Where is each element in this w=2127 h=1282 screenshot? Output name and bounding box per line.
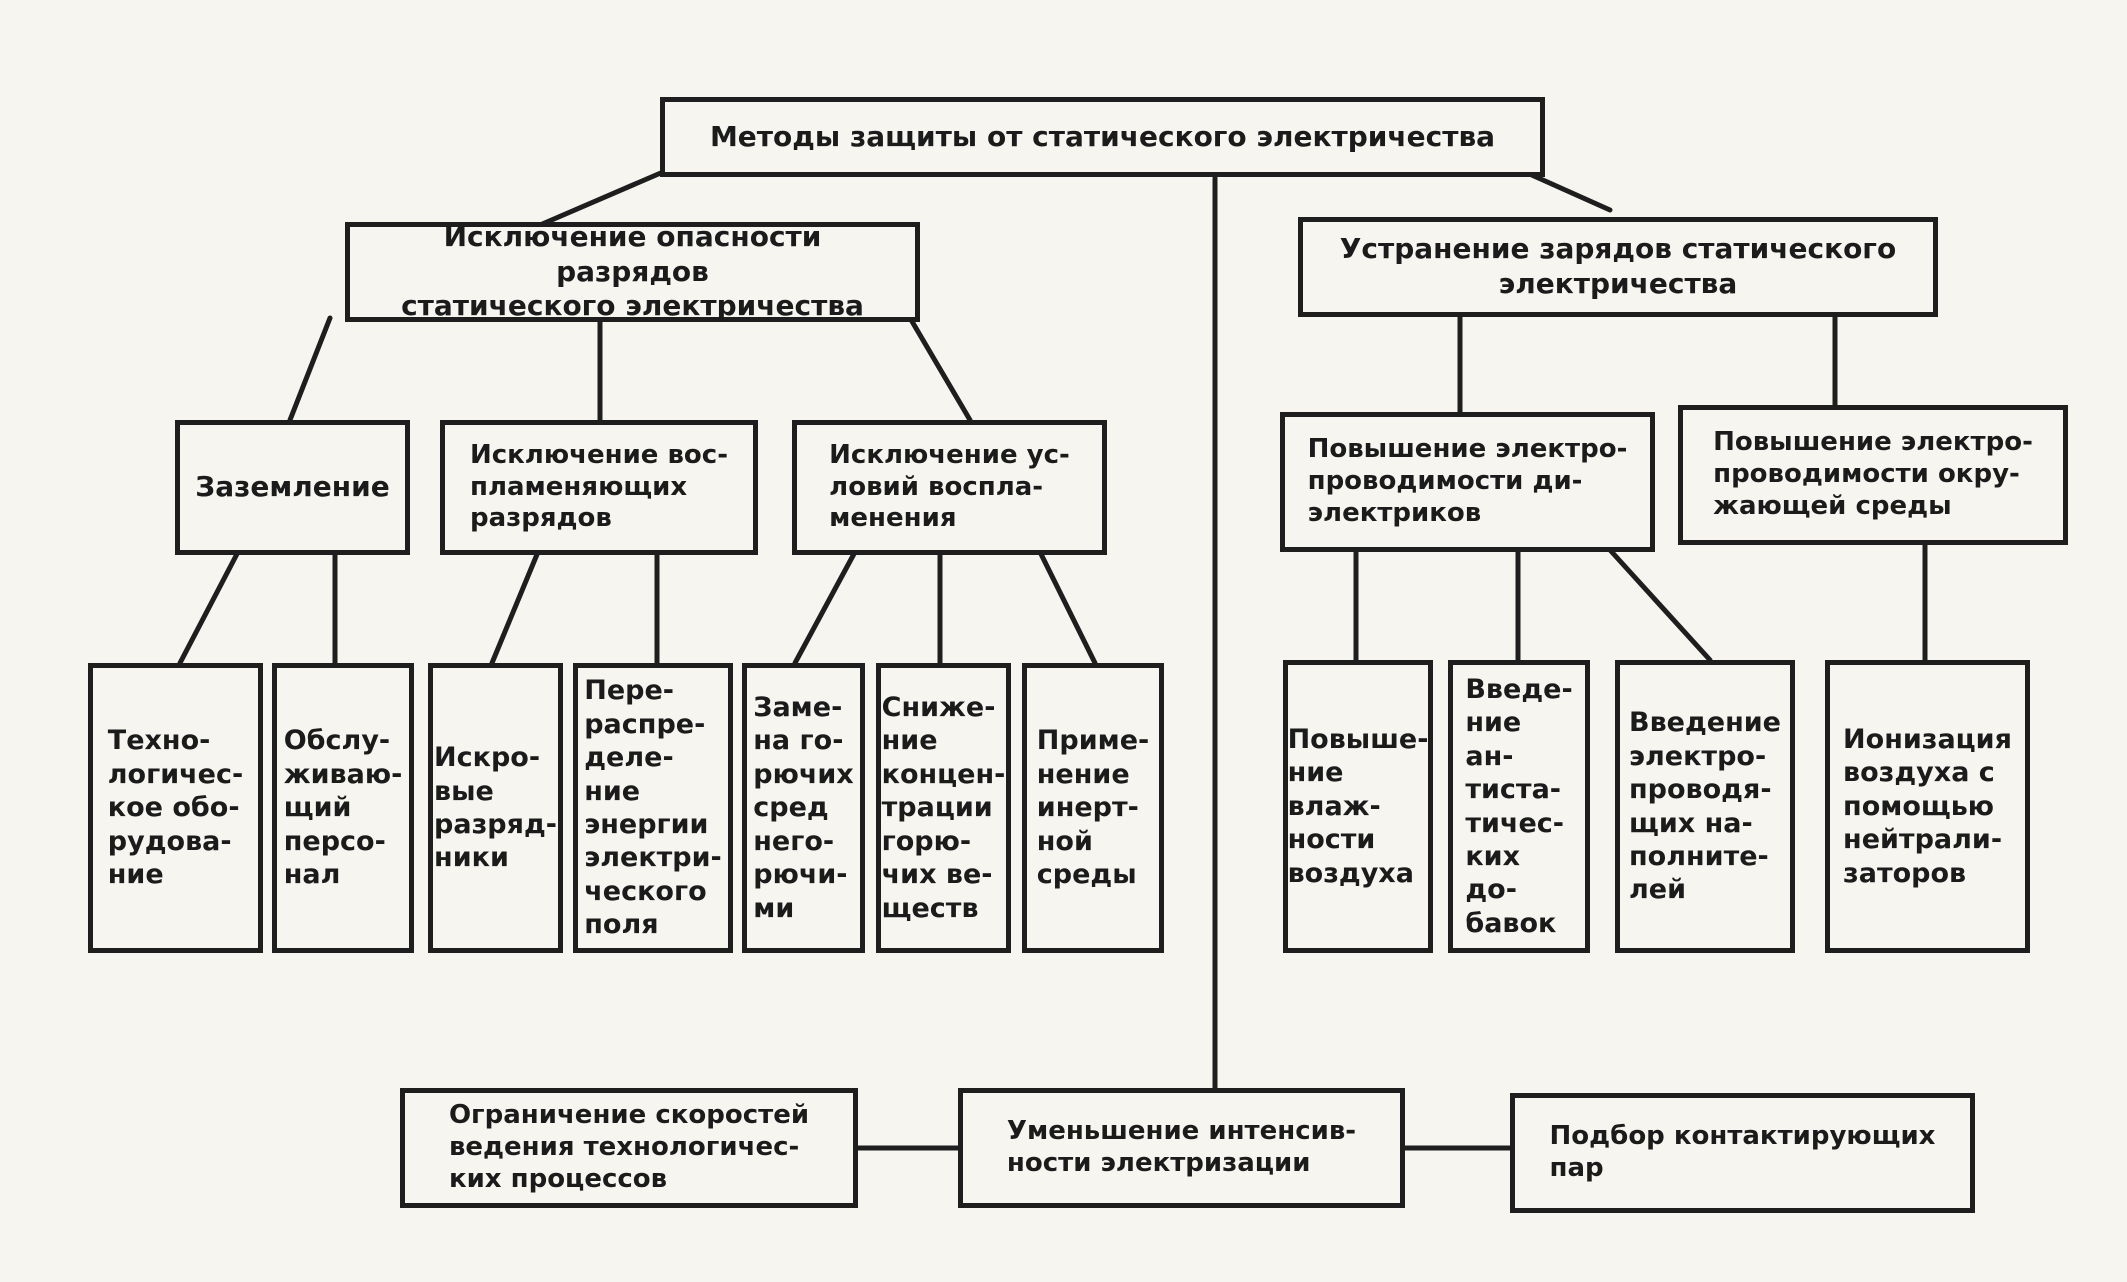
environment-conductivity-label: Повышение электро- проводимости окру- жа… [1713,427,2033,521]
leaf-air-ionization: Ионизация воздуха с помощью нейтрали- за… [1825,660,2030,953]
contact-pairs-node: Подбор контактирующих пар [1510,1093,1975,1213]
connector [177,549,241,666]
ignition-discharge-node: Исключение вос- пламеняющих разрядов [440,420,758,555]
connector [1607,547,1713,663]
leaf-equipment: Техно- логичес- кое обо- рудова- ние [88,663,263,953]
environment-conductivity-node: Повышение электро- проводимости окру- жа… [1678,405,2068,545]
connector [792,549,858,666]
leaf-conductive-fillers: Введение электро- проводя- щих на- полни… [1615,660,1795,953]
connector [1522,169,1613,213]
ignition-conditions-label: Исключение ус- ловий воспла- менения [829,439,1070,534]
reduce-electrification-node: Уменьшение интенсив- ности электризации [958,1088,1405,1208]
left-branch-label: Исключение опасности разрядов статическо… [401,219,864,323]
root-node: Методы защиты от статического электричес… [660,97,1545,177]
connector [287,315,333,423]
left-branch-node: Исключение опасности разрядов статическо… [345,219,920,323]
right-branch-label: Устранение зарядов статического электрич… [1339,232,1897,300]
ignition-conditions-node: Исключение ус- ловий воспла- менения [792,420,1107,555]
leaf-spark-arresters: Искро- вые разряд- ники [428,663,563,953]
connector [1037,549,1098,666]
leaf-personnel: Обслу- живаю- щий персо- нал [272,663,414,953]
root-label: Методы защиты от статического электричес… [709,119,1496,153]
leaf-reduce-concentration: Сниже- ние концен- трации горю- чих ве- … [876,663,1011,953]
leaf-field-redistribution: Пере- распре- деле- ние энергии электри-… [573,663,733,953]
dielectric-conductivity-node: Повышение электро- проводимости ди- элек… [1280,412,1655,552]
leaf-replace-flammable: Заме- на го- рючих сред него- рючи- ми [742,663,865,953]
right-branch-node: Устранение зарядов статического электрич… [1298,217,1938,317]
ignition-discharge-label: Исключение вос- пламеняющих разрядов [469,439,728,534]
leaf-inert-medium: Приме- нение инерт- ной среды [1022,663,1164,953]
leaf-humidity: Повыше- ние влаж- ности воздуха [1283,660,1433,953]
grounding-label: Заземление [195,470,390,504]
connector [907,315,973,423]
speed-limit-node: Ограничение скоростей ведения технологич… [400,1088,858,1208]
connector [537,169,666,228]
connector [489,549,541,666]
dielectric-conductivity-label: Повышение электро- проводимости ди- элек… [1307,434,1628,528]
grounding-node: Заземление [175,420,410,555]
leaf-antistatic-additives: Введе- ние ан- тиста- тичес- ких до- бав… [1448,660,1590,953]
